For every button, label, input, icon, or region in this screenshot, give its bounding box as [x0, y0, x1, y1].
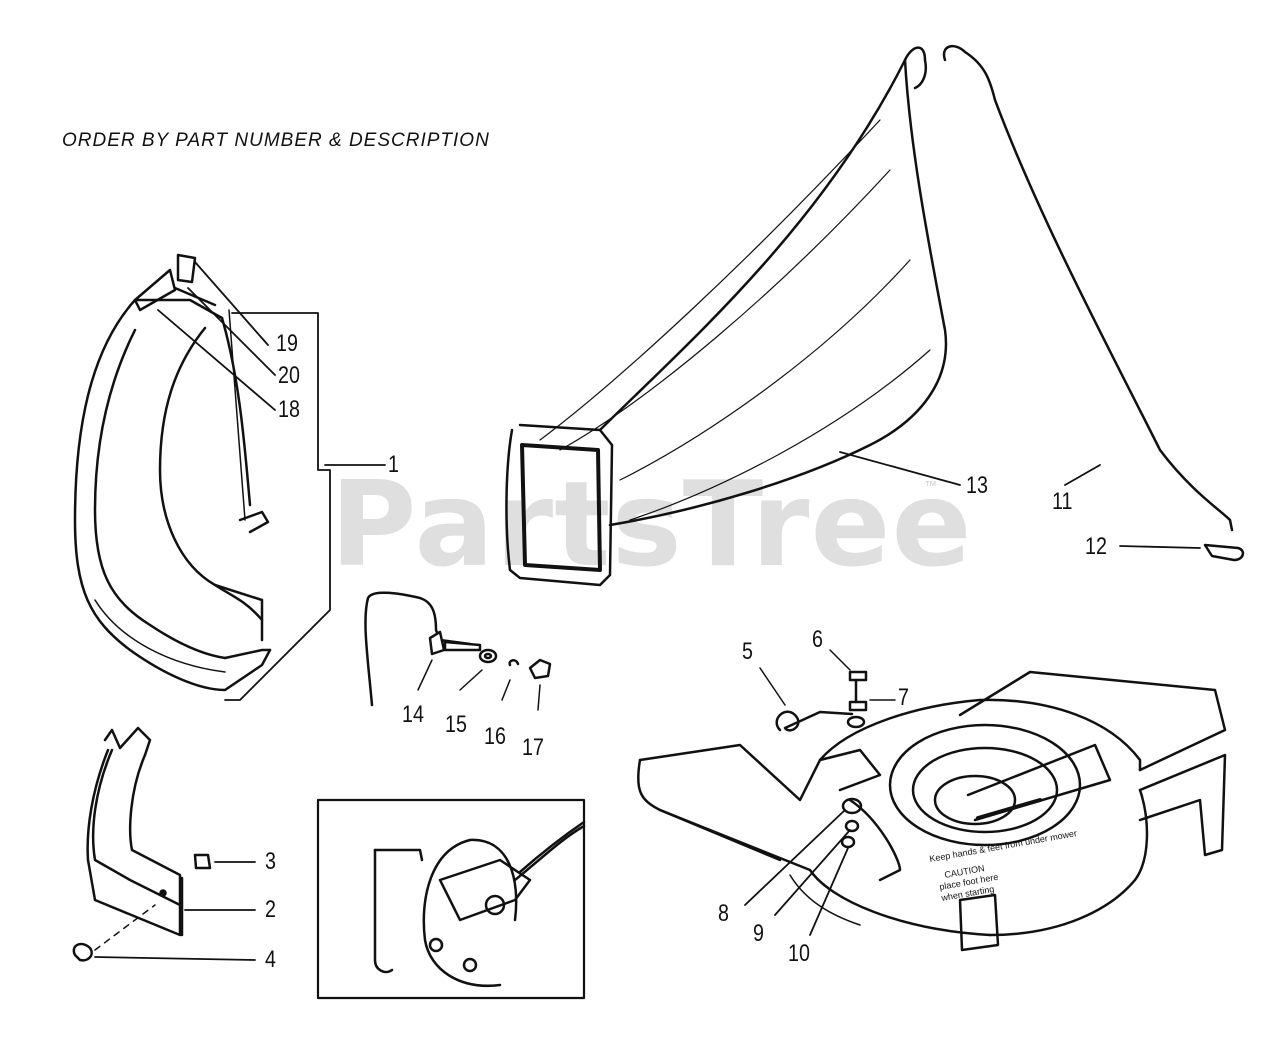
part-deflector-plate[interactable]	[72, 726, 256, 962]
callout-3[interactable]: 3	[265, 848, 276, 875]
callout-4[interactable]: 4	[265, 946, 276, 973]
callout-leaders-chute	[157, 261, 386, 466]
callout-6[interactable]: 6	[812, 626, 823, 653]
callout-1[interactable]: 1	[388, 451, 399, 478]
part-grass-bag[interactable]	[505, 46, 961, 587]
callout-8[interactable]: 8	[718, 900, 729, 927]
trademark-symbol: ™	[924, 478, 937, 493]
part-rod-hardware[interactable]	[364, 591, 552, 711]
callout-16[interactable]: 16	[484, 723, 506, 750]
part-bag-support-rod[interactable]	[942, 44, 1234, 532]
callout-18[interactable]: 18	[278, 396, 300, 423]
callout-13[interactable]: 13	[966, 472, 988, 499]
callout-5[interactable]: 5	[742, 638, 753, 665]
callout-7[interactable]: 7	[898, 684, 909, 711]
order-instruction: ORDER BY PART NUMBER & DESCRIPTION	[62, 130, 490, 151]
callout-12[interactable]: 12	[1085, 533, 1107, 560]
inset-detail-view[interactable]	[316, 798, 586, 1000]
callout-17[interactable]: 17	[522, 734, 544, 761]
callout-19[interactable]: 19	[276, 330, 298, 357]
callout-2[interactable]: 2	[265, 896, 276, 923]
callout-10[interactable]: 10	[788, 940, 810, 967]
deck-decal-keep-hands: Keep hands & feet from under mower	[929, 828, 1078, 864]
partstree-watermark: PartsTree	[330, 455, 973, 593]
callout-11[interactable]: 11	[1052, 488, 1073, 515]
callout-15[interactable]: 15	[445, 711, 467, 738]
part-hairpin-clip[interactable]	[1119, 543, 1245, 562]
part-chute-assembly[interactable]	[73, 253, 331, 701]
callout-14[interactable]: 14	[402, 701, 424, 728]
callout-20[interactable]: 20	[278, 362, 300, 389]
callout-9[interactable]: 9	[753, 920, 764, 947]
part-spring-bolt-nut[interactable]	[759, 649, 896, 732]
